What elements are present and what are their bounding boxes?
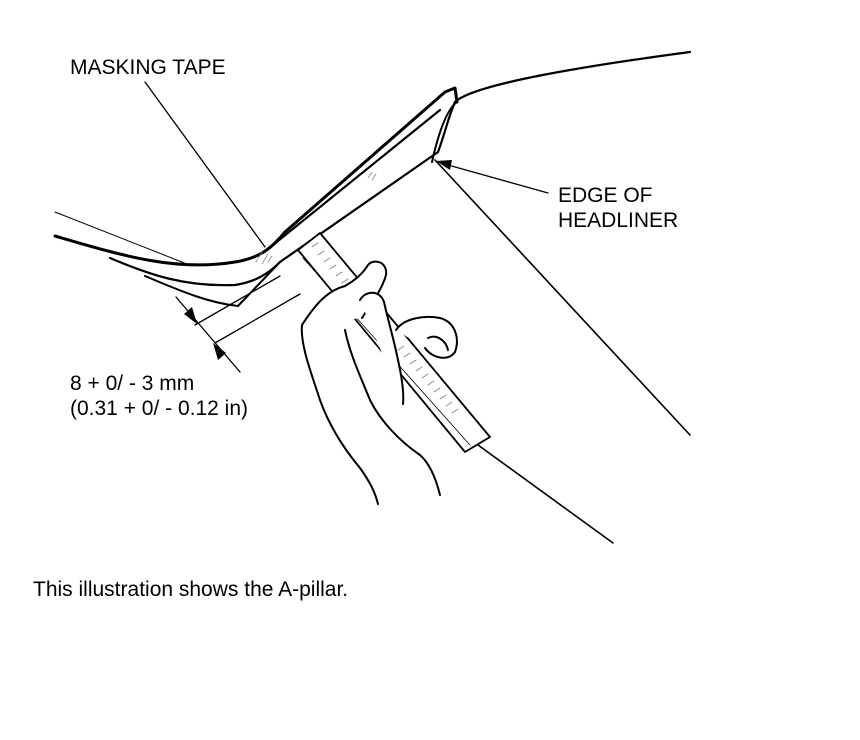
- dimension-arrow-1: [184, 307, 197, 324]
- interior-panel-line: [434, 159, 691, 436]
- pillar-mid-ridge: [271, 108, 442, 247]
- edge-of-headliner-label-line2: HEADLINER: [558, 209, 679, 232]
- dimension-line: [175, 296, 241, 373]
- pillar-bottom-edge: [144, 261, 281, 307]
- edge-of-headliner-label-line1: EDGE OF: [558, 184, 653, 207]
- pillar-thin-line: [54, 211, 193, 267]
- hand: [300, 260, 458, 505]
- dimension-extension-2: [214, 293, 301, 344]
- headliner-arrow: [436, 160, 452, 170]
- headliner-leader: [447, 164, 549, 194]
- masking-tape-leader: [144, 81, 266, 248]
- illustration-caption: This illustration shows the A-pillar.: [33, 578, 349, 601]
- pillar-outer-edge: [53, 86, 459, 267]
- dimension-extension-1: [194, 275, 281, 326]
- lower-panel-line: [477, 444, 614, 544]
- masking-tape-label: MASKING TAPE: [70, 56, 226, 79]
- headliner-edge: [431, 101, 458, 163]
- dimension-in-label: (0.31 + 0/ - 0.12 in): [70, 397, 249, 420]
- pillar-lower-edge: [108, 256, 282, 287]
- windshield-upper-edge: [453, 50, 692, 104]
- dimension-mm-label: 8 + 0/ - 3 mm: [70, 372, 195, 395]
- dimension-arrow-2: [213, 343, 226, 360]
- masking-tape-marks: [255, 171, 377, 265]
- pillar-inner-ridge: [278, 100, 457, 264]
